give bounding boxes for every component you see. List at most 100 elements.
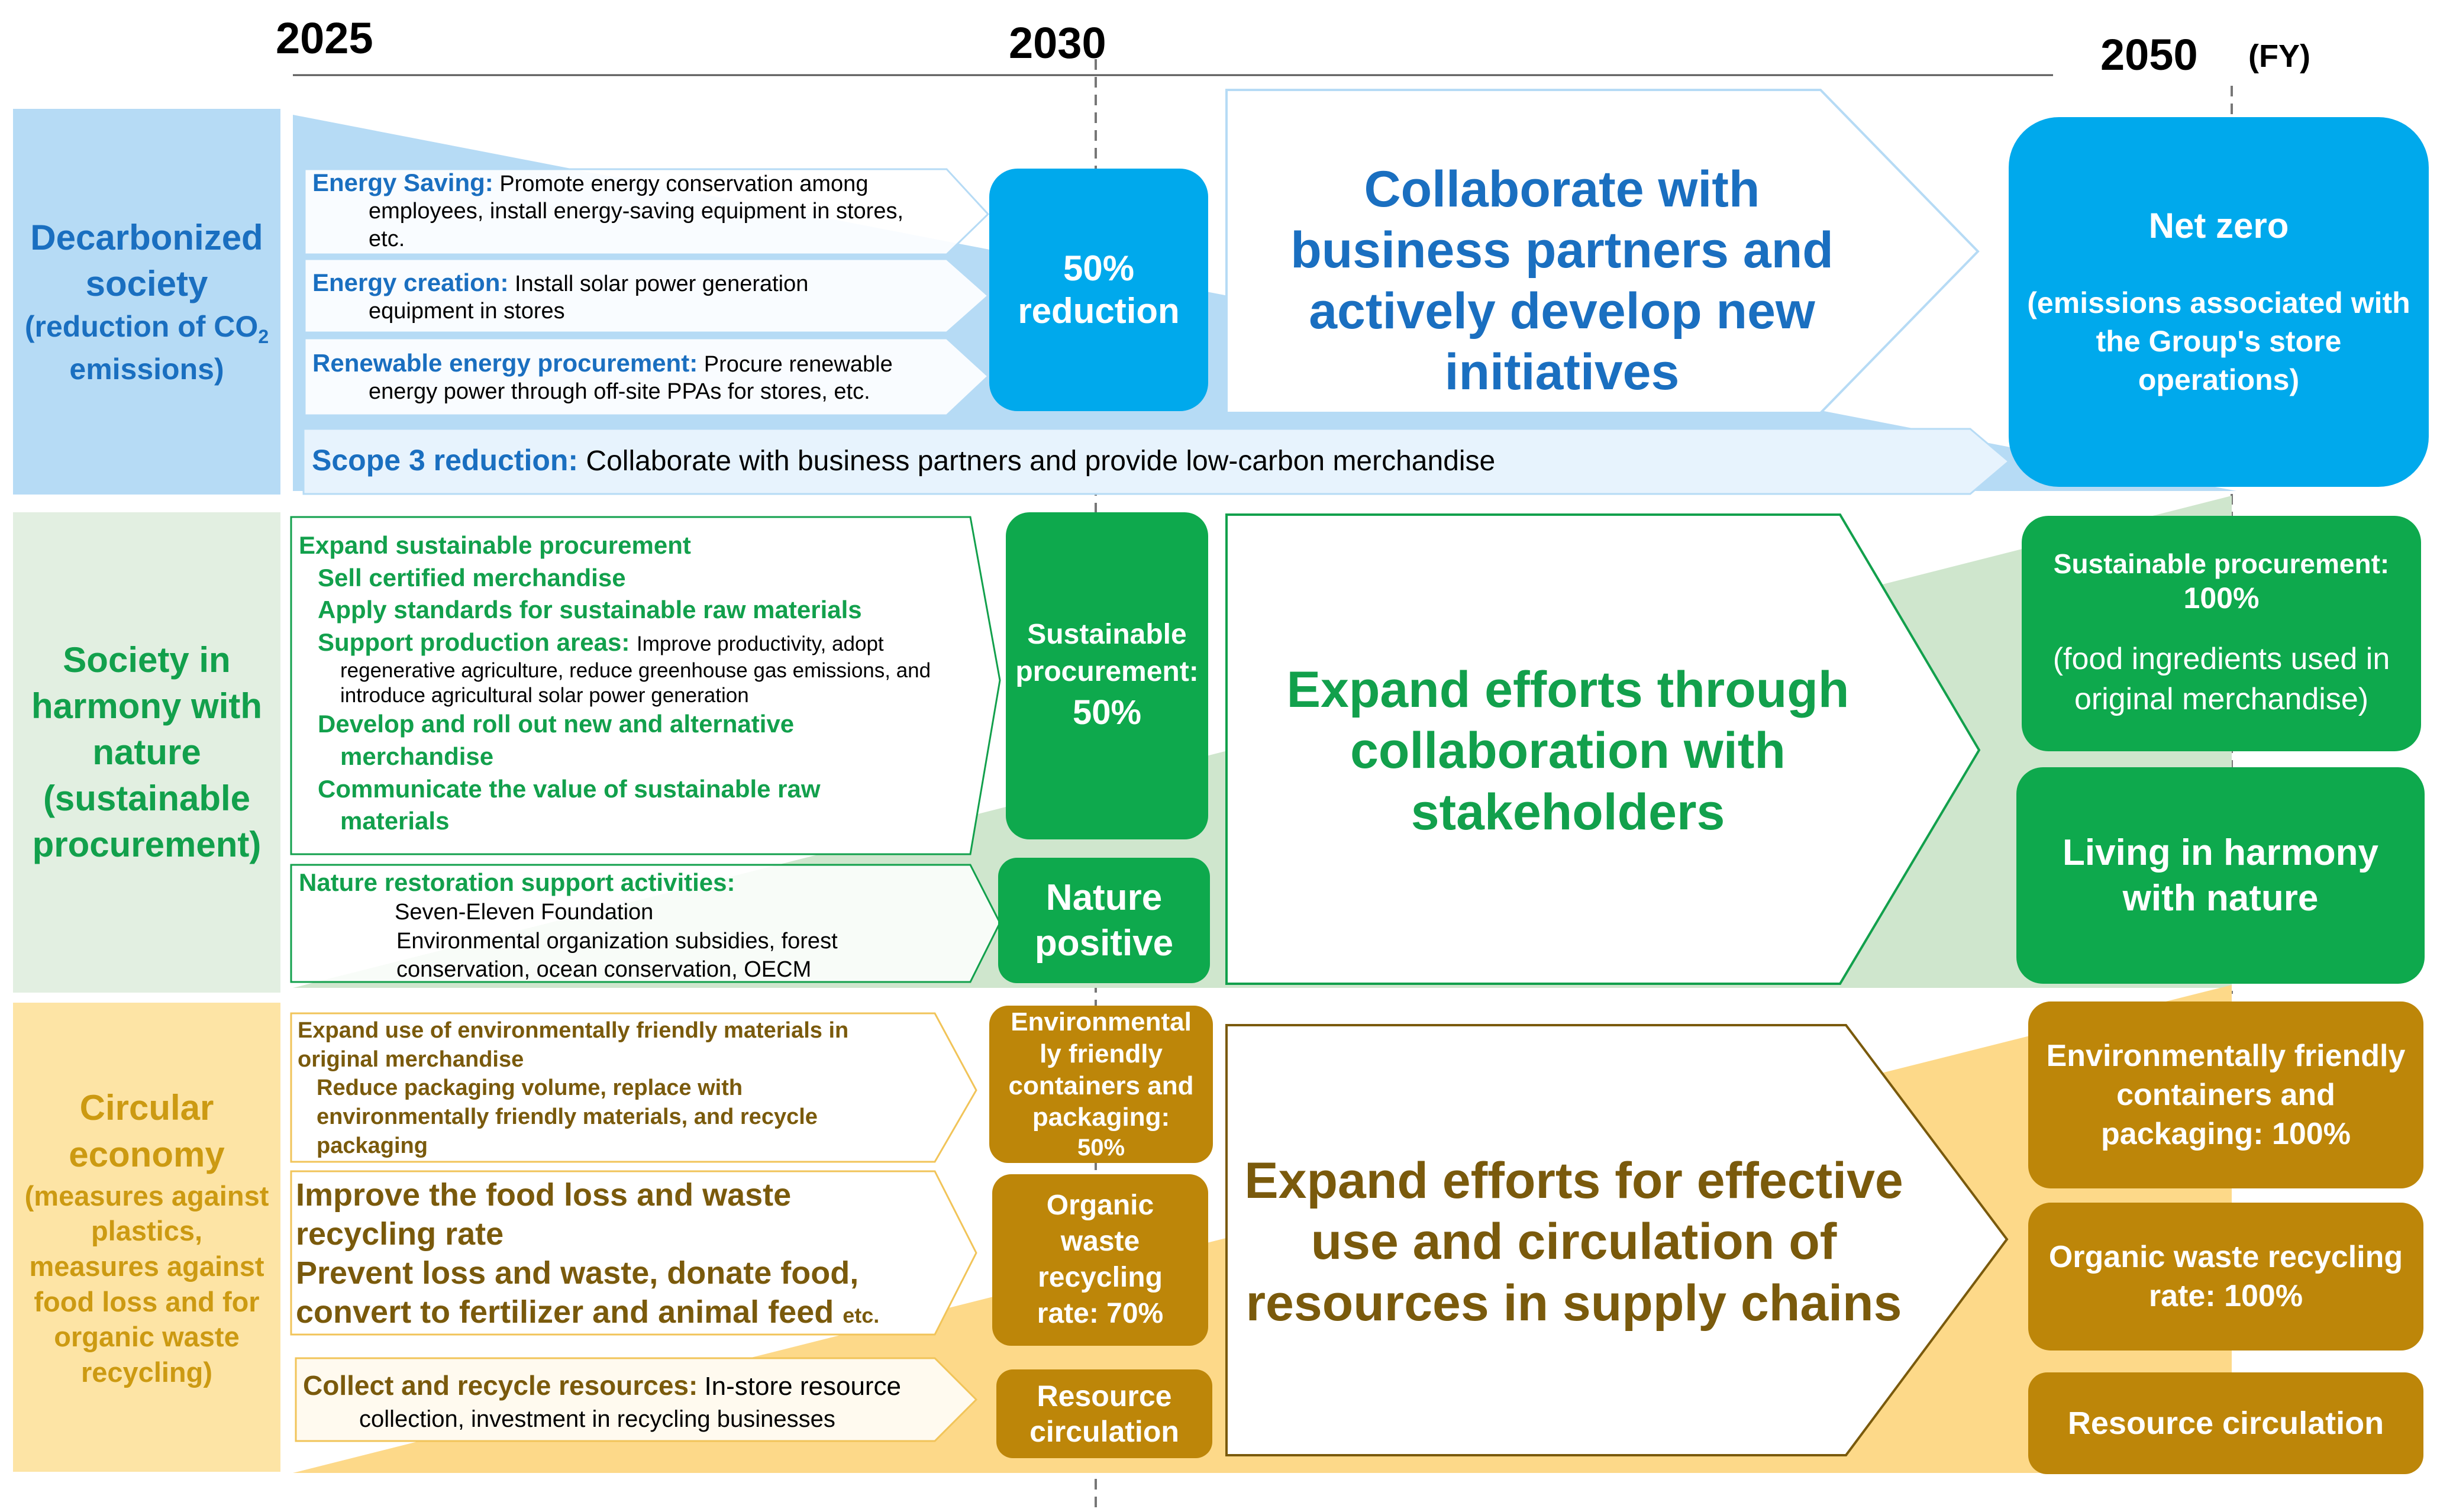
goal-subtitle: (food ingredients used in original merch… <box>2052 642 2390 716</box>
procurement-line: Sell certified merchandise <box>318 563 626 592</box>
goal-net-zero: Net zero (emissions associated with the … <box>2009 117 2429 487</box>
packaging-line: environmentally friendly materials, and … <box>317 1104 818 1129</box>
foodloss-text: convert to fertilizer and animal feed <box>296 1294 834 1330</box>
arrow-box-energy-saving <box>304 168 990 256</box>
goal-title: Net zero <box>2148 206 2289 245</box>
milestone-label: circulation <box>1029 1415 1179 1448</box>
foodloss-line: recycling rate <box>296 1216 504 1252</box>
goal-title: Sustainable procurement: <box>2053 548 2390 579</box>
goal-organic-waste-100: Organic waste recycling rate: 100% <box>2028 1203 2423 1351</box>
item-restoration: Nature restoration support activities: S… <box>299 867 979 984</box>
goal-title: Living in harmony with nature <box>2063 832 2378 919</box>
item-text: energy power through off-site PPAs for s… <box>369 379 870 405</box>
subtitle-part: emissions) <box>69 352 224 386</box>
milestone-value: 50% <box>1072 693 1142 732</box>
procurement-line: Support production areas: Improve produc… <box>299 626 997 659</box>
item-text: equipment in stores <box>369 299 565 324</box>
item-text: etc. <box>369 226 405 251</box>
scope3-text: Collaborate with business partners and p… <box>586 445 1496 477</box>
big-arrow-decarbonized-text: Collaborate with business partners and a… <box>1290 160 1834 401</box>
item-text: Install solar power generation <box>515 272 809 296</box>
arrow-box-procurement <box>290 516 1001 855</box>
milestone-2030-resource-circulation: Resource circulation <box>996 1369 1212 1458</box>
arrow-box-renewable <box>304 337 990 416</box>
arrow-box-energy-creation <box>304 258 990 334</box>
milestone-label: containers and <box>1008 1071 1194 1100</box>
procurement-line: merchandise <box>340 742 494 770</box>
item-packaging: Expand use of environmentally friendly m… <box>298 1016 948 1160</box>
year-2025-label: 2025 <box>276 14 373 63</box>
restoration-label: Nature restoration support activities: <box>299 868 735 896</box>
category-nature: Society in harmony with nature (sustaina… <box>13 512 280 993</box>
item-label: Energy Saving: <box>312 169 493 196</box>
item-text: Promote energy conservation among <box>499 172 869 196</box>
milestone-label: recycling <box>1038 1262 1163 1293</box>
category-nature-title: Society in harmony with nature (sustaina… <box>31 640 263 864</box>
item-label: Energy creation: <box>312 269 509 296</box>
scope3-bar <box>302 428 2010 495</box>
goal-packaging-100: Environmentally friendly containers and … <box>2028 1001 2423 1188</box>
item-procurement: Expand sustainable procurement Sell cert… <box>299 529 997 838</box>
panel-nature <box>13 512 280 993</box>
foodloss-etc: etc. <box>843 1303 880 1327</box>
year-2050-label: 2050 <box>2100 30 2198 79</box>
panel-circular <box>13 1003 280 1472</box>
item-resources: Collect and recycle resources: In-store … <box>303 1368 942 1435</box>
procurement-text: regenerative agriculture, reduce greenho… <box>340 659 931 683</box>
category-circular-title: Circular economy <box>69 1088 225 1175</box>
procurement-heading: Expand sustainable procurement <box>299 531 691 559</box>
arrow-box-resources <box>295 1357 978 1442</box>
item-energy-creation: Energy creation: Install solar power gen… <box>312 267 975 325</box>
milestone-label: Resource <box>1037 1379 1172 1413</box>
resources-text: collection, investment in recycling busi… <box>359 1406 835 1432</box>
milestone-value: rate: 70% <box>1037 1297 1164 1329</box>
packaging-heading: Expand use of environmentally friendly m… <box>298 1018 849 1043</box>
goal-resource-circulation: Resource circulation <box>2028 1372 2423 1474</box>
year-2030-label: 2030 <box>1009 18 1106 67</box>
milestone-label: Nature positive <box>1034 877 1174 964</box>
restoration-line: Seven-Eleven Foundation <box>395 900 654 925</box>
item-text: Procure renewable <box>703 352 893 377</box>
packaging-line: packaging <box>317 1133 428 1158</box>
milestone-value: 50% <box>1077 1134 1125 1161</box>
category-decarbonized-subtitle: (reduction of CO2 emissions) <box>22 307 271 388</box>
procurement-line: materials <box>340 807 450 835</box>
milestone-2030-decarbonized: 50% reduction <box>989 169 1208 411</box>
item-label: Renewable energy procurement: <box>312 349 698 377</box>
category-decarbonized-title: Decarbonized society <box>30 218 263 304</box>
foodloss-line: Improve the food loss and waste <box>296 1177 792 1213</box>
milestone-label: waste <box>1060 1226 1140 1258</box>
fiscal-year-label: (FY) <box>2248 38 2310 74</box>
scope3-label: Scope 3 reduction: <box>312 444 579 477</box>
goal-living-harmony: Living in harmony with nature <box>2016 767 2425 984</box>
foodloss-line: convert to fertilizer and animal feed et… <box>296 1293 947 1332</box>
milestone-2030-procurement: Sustainable procurement: 50% <box>1006 512 1208 839</box>
milestone-label: Sustainable <box>1027 619 1187 651</box>
big-arrow-circular <box>1225 1024 2009 1456</box>
goal-title: Organic waste recycling rate: 100% <box>2048 1239 2403 1313</box>
arrow-box-packaging <box>290 1012 977 1163</box>
packaging-line: Reduce packaging volume, replace with <box>317 1075 743 1101</box>
resources-label: Collect and recycle resources: <box>303 1370 698 1401</box>
milestone-label: reduction <box>1018 291 1180 331</box>
category-decarbonized: Decarbonized society (reduction of CO2 e… <box>13 109 280 495</box>
subtitle-subscript: 2 <box>258 326 269 348</box>
procurement-text: Improve productivity, adopt <box>637 632 884 655</box>
goal-subtitle: (emissions associated with the Group's s… <box>2027 286 2410 396</box>
procurement-line: Develop and roll out new and alternative <box>318 710 795 738</box>
item-text: employees, install energy-saving equipme… <box>369 199 904 224</box>
packaging-heading: original merchandise <box>298 1046 524 1072</box>
goal-title: Environmentally friendly containers and … <box>2046 1038 2406 1152</box>
milestone-2030-organic-waste: Organic waste recycling rate: 70% <box>992 1174 1208 1346</box>
foodloss-line: Prevent loss and waste, donate food, <box>296 1255 859 1291</box>
goal-value: 100% <box>2183 581 2260 615</box>
milestone-label: packaging: <box>1032 1103 1170 1132</box>
item-foodloss: Improve the food loss and waste recyclin… <box>296 1176 947 1332</box>
resources-text: In-store resource <box>704 1372 902 1401</box>
arrow-box-foodloss <box>290 1170 977 1336</box>
milestone-label: ly friendly <box>1040 1039 1163 1068</box>
milestone-value: 50% <box>1063 248 1135 288</box>
goal-title: Resource circulation <box>2067 1405 2384 1441</box>
big-arrow-circular-text: Expand efforts for effective use and cir… <box>1244 1152 1903 1332</box>
